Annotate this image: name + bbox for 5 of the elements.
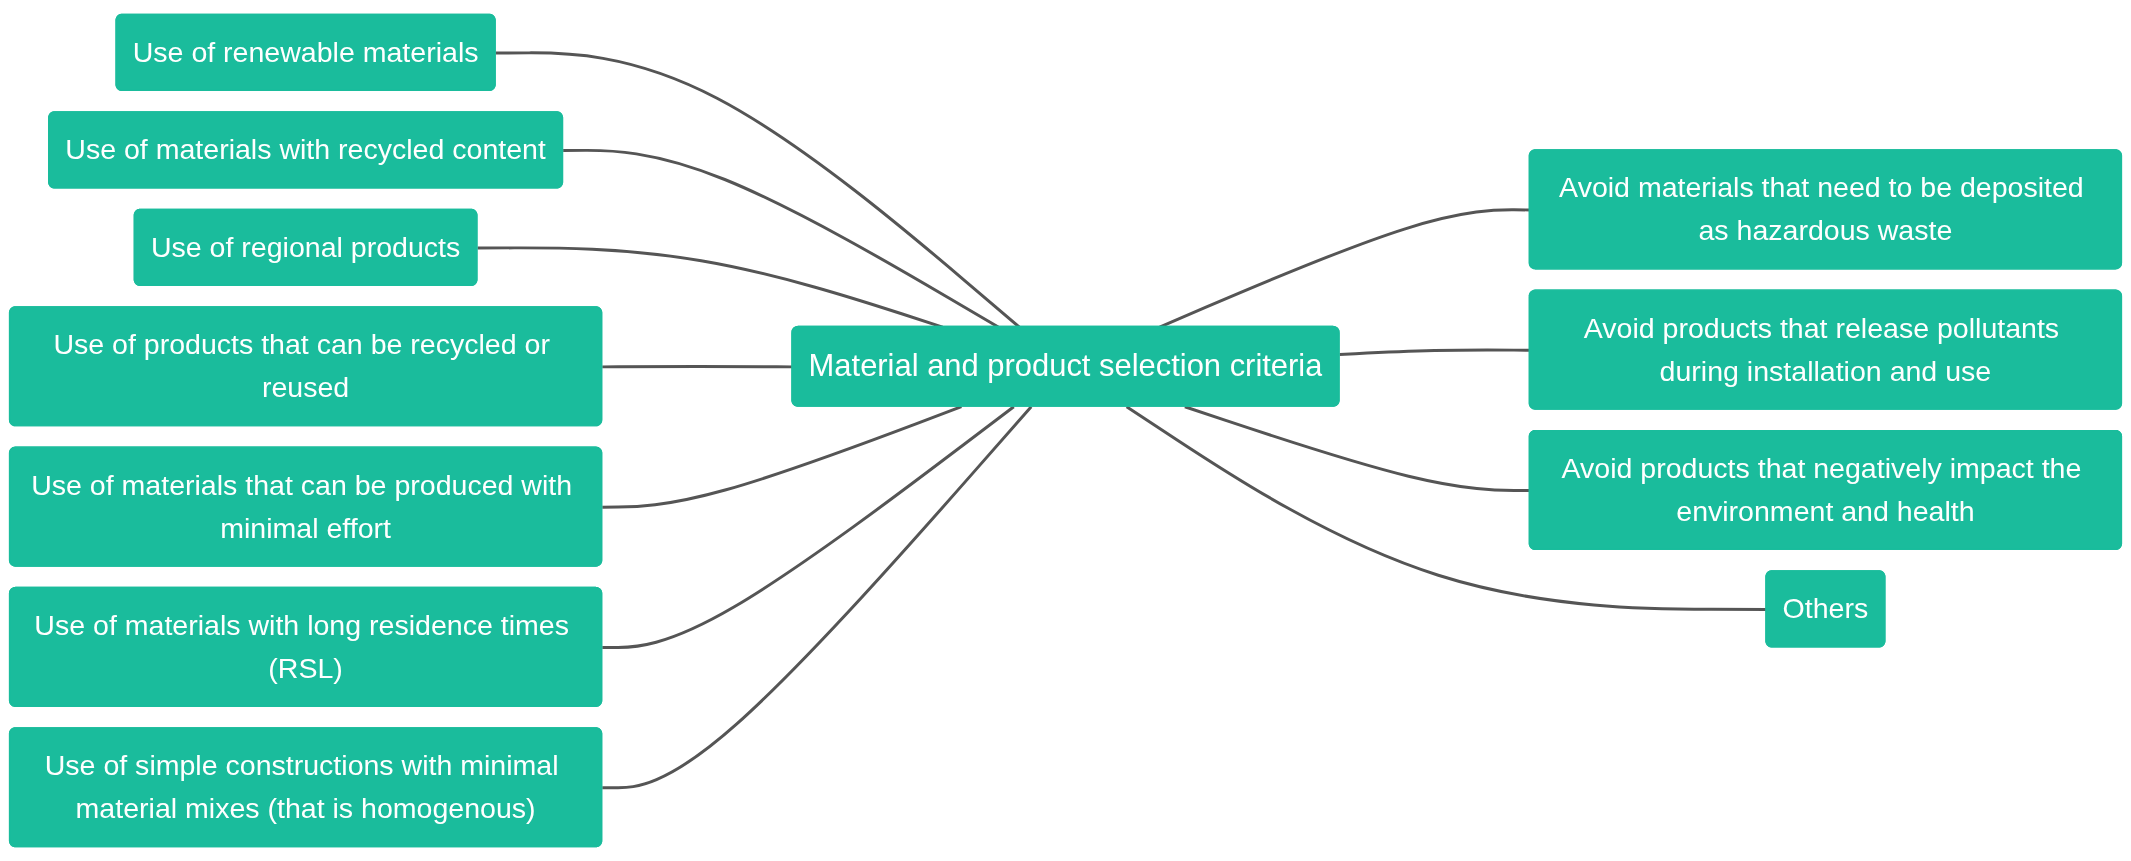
connector [602,405,1015,649]
connector [602,405,1033,790]
connector [602,405,962,509]
connector [1184,405,1530,493]
connector [1339,348,1530,356]
